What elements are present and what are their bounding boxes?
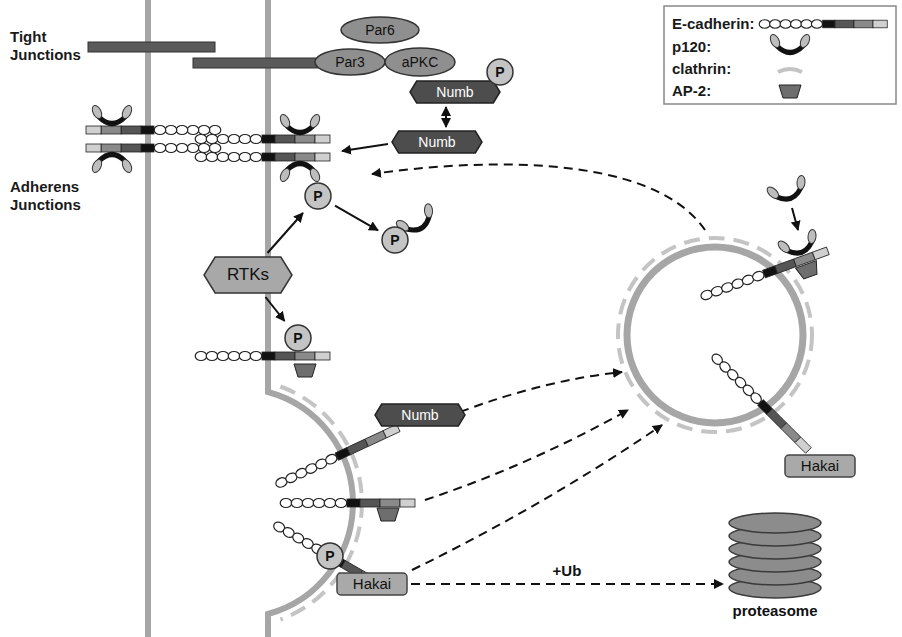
node-label: Numb: [409, 80, 501, 104]
endocytosis-arrow: [460, 372, 622, 412]
legend-label: p120:: [672, 38, 711, 56]
phospho-badge: P: [316, 542, 344, 570]
node-label: Par6: [340, 16, 420, 44]
e-cadherin: [700, 247, 830, 302]
e-cadherin: [195, 352, 330, 361]
node-label: Par3: [314, 48, 386, 76]
e-cadherin: [86, 144, 221, 153]
endocytosis-arrow: [412, 425, 662, 570]
connector: [445, 107, 447, 127]
e-cadherin: [86, 126, 221, 135]
polarity-protein: Par3: [314, 48, 386, 76]
phospho-badge: P: [486, 58, 514, 86]
p120: [278, 113, 321, 133]
e-cadherin: [274, 424, 400, 489]
p120: [90, 155, 133, 175]
badge-circle: [487, 59, 513, 85]
protein-box: [785, 455, 855, 477]
connector: [411, 583, 723, 585]
node-label: P: [486, 58, 514, 86]
connector: [267, 213, 302, 253]
node-label: RTKs: [203, 256, 293, 294]
connector: [335, 206, 378, 231]
binding-arrow: [792, 208, 798, 230]
ap2-adaptor: [294, 364, 316, 377]
node-label: Numb: [391, 130, 483, 154]
legend-sample: [779, 85, 801, 98]
p120: [278, 164, 321, 184]
legend-box: [664, 6, 896, 104]
protein-ellipse: [385, 48, 455, 76]
node-label: Hakai: [784, 454, 856, 478]
ap2-adaptor: [377, 508, 399, 521]
protein-hexagon: [204, 257, 292, 293]
badge-circle: [382, 227, 408, 253]
proteasome-ring: [729, 513, 821, 533]
legend-sample: [759, 20, 887, 29]
ap2-adaptor: [796, 261, 821, 281]
legend-sample: [768, 33, 811, 53]
region-label: Adherens Junctions: [10, 178, 94, 214]
protein-hexagon: [375, 404, 465, 426]
protein-ellipse: [315, 49, 385, 75]
badge-circle: [285, 325, 311, 351]
numb-protein: Numb: [409, 80, 501, 104]
legend-sample: [778, 69, 802, 72]
p120: [90, 104, 133, 124]
legend-label: clathrin:: [672, 60, 731, 78]
e-cadherin: [195, 135, 330, 144]
hakai-box: Hakai: [784, 454, 856, 478]
badge-circle: [317, 543, 343, 569]
polarity-protein: Par6: [340, 16, 420, 44]
numb-protein: Numb: [391, 130, 483, 154]
e-cadherin: [195, 153, 330, 162]
e-cadherin: [280, 499, 415, 508]
node-label: P: [381, 226, 409, 254]
connector: [265, 297, 284, 321]
badge-circle: [305, 183, 331, 209]
node-label: aPKC: [384, 47, 456, 77]
tight-junction-bar: [88, 42, 215, 52]
phospho-badge: P: [304, 182, 332, 210]
p120: [775, 227, 822, 260]
proteasome: proteasome: [726, 511, 824, 623]
binding-arrow: [342, 144, 388, 151]
node-label: P: [304, 182, 332, 210]
polarity-protein: aPKC: [384, 47, 456, 77]
node-label: Numb: [374, 403, 466, 427]
recycling-arrow: [372, 164, 705, 230]
protein-hexagon: [410, 81, 500, 103]
rtk-hexagon: RTKs: [203, 256, 293, 294]
node-label: P: [316, 542, 344, 570]
protein-box: [337, 573, 407, 595]
edge-label: +Ub: [551, 562, 584, 580]
node-label: proteasome: [726, 601, 824, 621]
e-cadherin: [710, 352, 812, 454]
node-label: P: [284, 324, 312, 352]
p120: [764, 173, 811, 206]
membrane: [145, 0, 151, 637]
region-label: Tight Junctions: [10, 28, 94, 64]
legend-label: AP-2:: [672, 82, 711, 100]
protein-ellipse: [341, 17, 419, 43]
phospho-badge: P: [381, 226, 409, 254]
protein-hexagon: [392, 131, 482, 153]
phospho-badge: P: [284, 324, 312, 352]
numb-protein: Numb: [374, 403, 466, 427]
node-label: Hakai: [336, 572, 408, 596]
hakai-box: Hakai: [336, 572, 408, 596]
legend-label: E-cadherin:: [672, 15, 755, 33]
